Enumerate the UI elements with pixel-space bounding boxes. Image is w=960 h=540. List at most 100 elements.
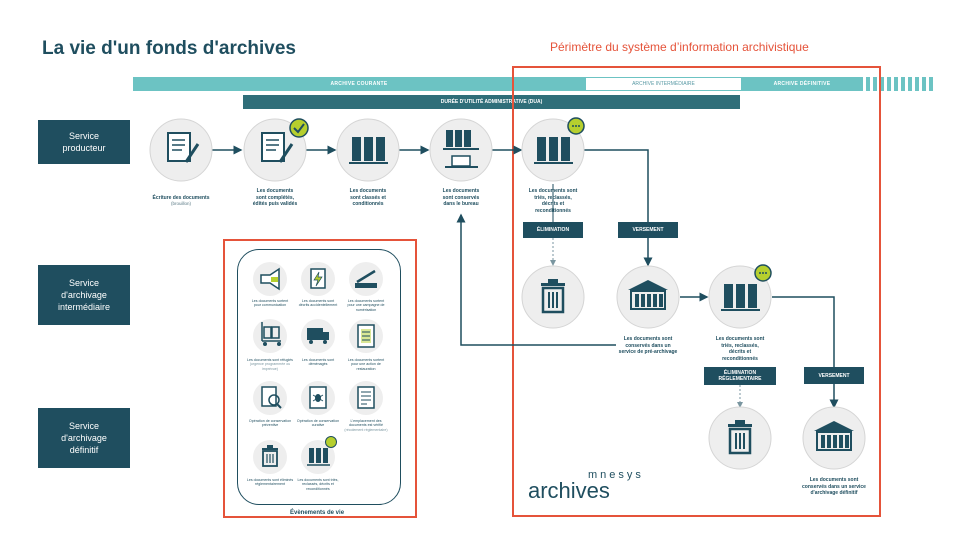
- event-label-text: Les documents sortent pour communication: [251, 299, 289, 308]
- event-label-text: Opération de conservation préventive: [248, 419, 292, 428]
- event-label: Les documents sont déménagés: [294, 358, 342, 367]
- event-label: L'emplacement des documents est vérifié(…: [342, 419, 390, 432]
- event-megaphone-node: [253, 262, 287, 296]
- step-definitif-label: Les documents sont conservés dans un ser…: [802, 477, 866, 496]
- event-label: Opération de conservation curative: [294, 419, 342, 428]
- event-curative-node: [301, 381, 335, 415]
- checklist-icon: [357, 386, 375, 409]
- event-restoration-node: [349, 319, 383, 353]
- page-title: La vie d'un fonds d'archives: [42, 38, 296, 59]
- step-classes-label: Les documents sont classés et conditionn…: [349, 188, 387, 207]
- event-label-text: Les documents sont triés, reclassés, déc…: [297, 478, 339, 491]
- tag-versement: VERSEMENT: [618, 222, 678, 238]
- event-label-text: L'emplacement des documents est vérifié: [349, 419, 383, 428]
- event-label-text: Les documents sortent pour une action de…: [347, 358, 385, 371]
- perimeter-label: Périmètre du système d’information archi…: [550, 40, 809, 54]
- step-bureau-node: [429, 118, 493, 182]
- tag-elimination: ÉLIMINATION: [523, 222, 583, 238]
- trash-icon: [541, 279, 565, 314]
- archive-building-icon: [814, 421, 854, 451]
- step-tries-1-node: [521, 117, 585, 182]
- event-label: Les documents sortent pour communication: [246, 299, 294, 308]
- elimination-node: [521, 265, 585, 329]
- bar-archive-courante: ARCHIVE COURANTE: [133, 77, 585, 91]
- event-trolley-node: [253, 319, 287, 353]
- document-pen-icon: [167, 132, 200, 163]
- events-panel: [237, 249, 401, 505]
- binders-icon: [534, 137, 573, 164]
- event-label: Les documents sont réfugiés(urgence prog…: [246, 358, 294, 371]
- service-definitif: Service d'archivage définitif: [38, 408, 130, 468]
- step-bureau-label: Les documents sont conservés dans le bur…: [442, 188, 480, 207]
- events-frame: [223, 239, 417, 518]
- bar-stripe: [922, 77, 926, 91]
- magnifier-document-icon: [261, 386, 282, 409]
- bar-archive-intermediaire: ARCHIVE INTERMÉDIAIRE: [585, 77, 742, 91]
- perimeter-frame: [512, 66, 881, 517]
- bar-stripe: [915, 77, 919, 91]
- step-completes-node: [243, 118, 309, 182]
- trolley-icon: [261, 322, 281, 346]
- bar-stripe: [866, 77, 870, 91]
- cycle-badge-icon: [754, 264, 772, 282]
- pre-archivage-node: [616, 265, 680, 329]
- event-elimination-node: [253, 440, 287, 474]
- bar-stripe: [908, 77, 912, 91]
- trash-icon: [728, 420, 752, 455]
- step-ecriture-node: [149, 118, 213, 182]
- event-label-text: Les documents sont décrits accidentellem…: [298, 299, 338, 308]
- truck-icon: [307, 328, 329, 344]
- step-tries-1-label: Les documents sont triés, reclassés, déc…: [528, 188, 578, 214]
- event-label: Les documents sortent pour une campagne …: [342, 299, 390, 312]
- cycle-badge-icon: [325, 436, 337, 448]
- elimination-reg-node: [708, 406, 772, 470]
- desk-binders-icon: [443, 130, 479, 168]
- event-label: Les documents sont triés, reclassés, déc…: [294, 478, 342, 491]
- document-pen-icon: [261, 132, 294, 163]
- arrow-connector: [772, 296, 835, 367]
- bar-stripe: [894, 77, 898, 91]
- binders-icon: [307, 448, 330, 466]
- megaphone-icon: [260, 267, 280, 291]
- bar-stripe: [929, 77, 933, 91]
- logo-mnesys: mnesys: [588, 469, 644, 481]
- service-intermediaire: Service d'archivage intermédiaire: [38, 265, 130, 325]
- service-producteur: Service producteur: [38, 120, 130, 164]
- event-scanner-node: [349, 262, 383, 296]
- scroll-document-icon: [357, 324, 375, 348]
- event-tries-node: [301, 436, 337, 474]
- event-preventive-node: [253, 381, 287, 415]
- event-label: Opération de conservation préventive: [246, 419, 294, 428]
- check-badge-icon: [289, 118, 309, 138]
- tag-elimination-reglementaire: ÉLIMINATION RÉGLEMENTAIRE: [704, 367, 776, 385]
- step-completes-label: Les documents sont complétés, édités pui…: [252, 188, 298, 207]
- events-caption: Évènements de vie: [290, 510, 345, 516]
- event-digital-node: [301, 262, 335, 296]
- event-label-subtext: (récolement réglementaire): [344, 427, 388, 432]
- event-label: Les documents sont décrits accidentellem…: [294, 299, 342, 308]
- arrow-connector: [456, 213, 616, 346]
- event-recolement-node: [349, 381, 383, 415]
- scanner-icon: [355, 269, 377, 288]
- archivage-definitif-node: [802, 406, 866, 470]
- step-tries-2-label: Les documents sont triés, reclassés, déc…: [715, 336, 765, 362]
- arrow-connector: [584, 149, 649, 222]
- event-truck-node: [301, 319, 335, 353]
- event-label: Les documents sont éliminés réglementair…: [246, 478, 294, 487]
- step-ecriture-text: Écriture des documents: [152, 194, 210, 201]
- event-label-text: Les documents sortent pour une campagne …: [347, 299, 385, 312]
- event-label-subtext: (urgence programmée ou imprévue): [249, 362, 291, 371]
- bar-dua: DURÉE D'UTILITÉ ADMINISTRATIVE (DUA): [243, 95, 740, 109]
- binders-icon: [721, 284, 760, 311]
- cycle-badge-icon: [567, 117, 585, 135]
- step-tries-2-node: [708, 264, 772, 329]
- archive-building-icon: [628, 280, 668, 310]
- tag-versement-2: VERSEMENT: [804, 367, 864, 384]
- bar-archive-definitive: ARCHIVE DÉFINITIVE: [741, 77, 863, 91]
- bar-stripe: [887, 77, 891, 91]
- event-label-text: Les documents sont déménagés: [301, 358, 335, 367]
- event-label-text: Opération de conservation curative: [296, 419, 340, 428]
- bar-stripe: [901, 77, 905, 91]
- step-ecriture-label: Écriture des documents (brouillon): [146, 188, 216, 214]
- trash-icon: [262, 445, 278, 467]
